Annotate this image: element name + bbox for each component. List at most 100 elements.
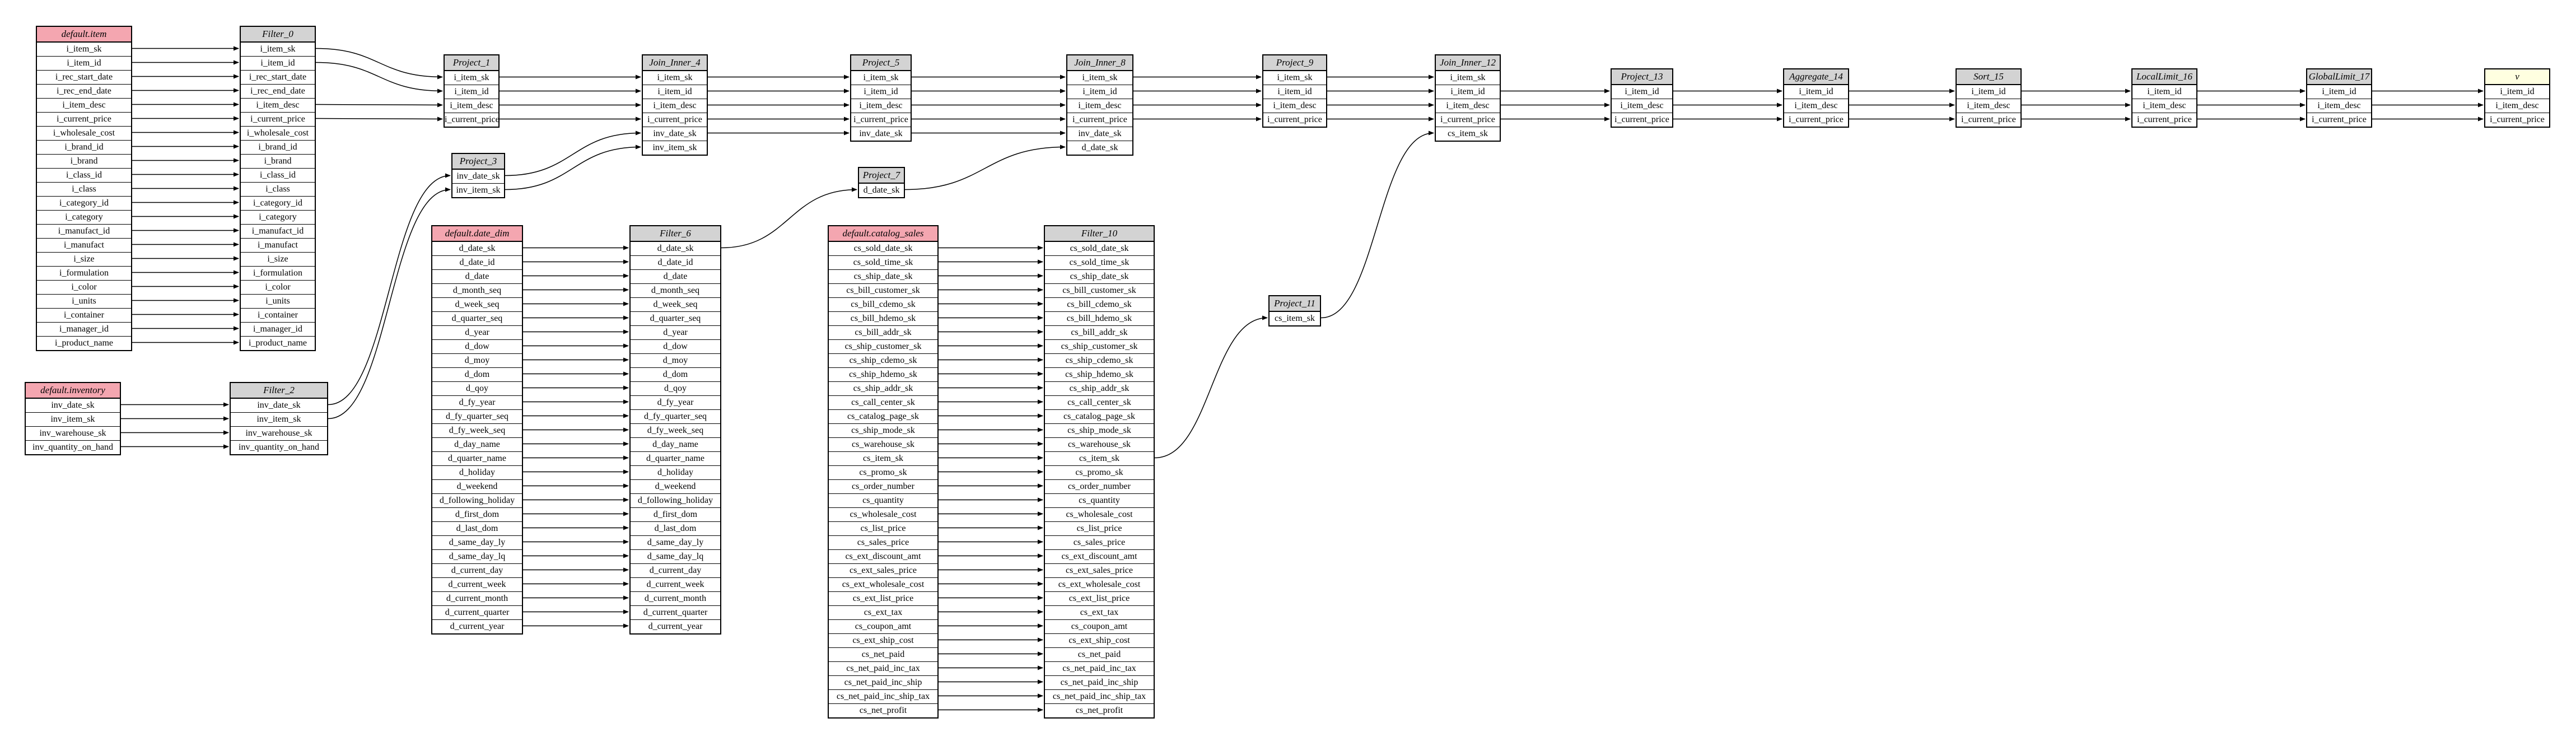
column-field: cs_sales_price	[1045, 536, 1154, 550]
column-field: cs_net_paid_inc_ship	[1045, 676, 1154, 690]
node-title: Project_3	[452, 154, 504, 170]
column-field: i_item_desc	[1784, 99, 1848, 113]
column-field: i_current_price	[643, 113, 707, 127]
column-field: inv_item_sk	[456, 185, 501, 195]
column-field: d_date_id	[631, 256, 720, 270]
column-field: inv_date_sk	[859, 129, 903, 138]
column-field: d_moy	[432, 354, 522, 368]
column-field: i_rec_end_date	[37, 85, 131, 99]
column-field: i_item_sk	[241, 43, 315, 57]
column-field: d_holiday	[631, 466, 720, 480]
column-field: d_dow	[432, 340, 522, 354]
column-field: i_item_id	[643, 85, 707, 99]
column-field: i_container	[37, 309, 131, 323]
column-field: inv_quantity_on_hand	[239, 442, 319, 452]
column-field: cs_sold_time_sk	[1045, 256, 1154, 270]
column-field: cs_net_paid	[829, 648, 937, 662]
column-field: cs_ext_tax	[829, 606, 937, 620]
node-title: Project_1	[445, 55, 498, 71]
column-field: i_item_sk	[1263, 71, 1326, 85]
node-title: Project_9	[1263, 55, 1326, 71]
column-field: cs_ship_mode_sk	[829, 424, 937, 438]
column-field: d_quarter_name	[631, 452, 720, 466]
column-field: cs_ship_date_sk	[829, 270, 937, 284]
column-field: cs_order_number	[829, 480, 937, 494]
column-field: cs_ext_sales_price	[829, 564, 937, 578]
edge-arrow	[328, 173, 451, 405]
column-field: cs_ship_cdemo_sk	[829, 354, 937, 368]
column-field: d_following_holiday	[631, 494, 720, 508]
column-field: i_class	[241, 183, 315, 197]
column-field: i_current_price	[1614, 115, 1669, 124]
column-field: d_current_quarter	[432, 606, 522, 620]
column-field: cs_promo_sk	[1045, 466, 1154, 480]
column-field: i_item_desc	[2485, 99, 2549, 113]
column-field: d_current_week	[631, 578, 720, 592]
column-field: i_category_id	[37, 197, 131, 211]
column-field: i_manufact	[37, 239, 131, 253]
column-field: cs_warehouse_sk	[1045, 438, 1154, 452]
column-field: i_current_price	[2137, 115, 2192, 124]
column-field: i_product_name	[249, 338, 307, 348]
column-field: i_item_sk	[445, 71, 498, 85]
column-field: i_item_desc	[1612, 99, 1672, 113]
column-field: d_dom	[432, 368, 522, 382]
column-field: d_current_week	[432, 578, 522, 592]
column-field: i_item_sk	[37, 43, 131, 57]
edge-arrow	[328, 187, 451, 419]
column-field: d_current_day	[631, 564, 720, 578]
column-field: cs_item_sk	[1045, 452, 1154, 466]
column-field: i_wholesale_cost	[241, 127, 315, 141]
column-field: i_manufact	[241, 239, 315, 253]
column-field: i_formulation	[37, 267, 131, 281]
column-field: cs_ship_customer_sk	[1045, 340, 1154, 354]
column-field: d_quarter_seq	[432, 312, 522, 326]
column-field: i_item_desc	[445, 99, 498, 113]
node-title: Join_Inner_4	[643, 55, 707, 71]
column-field: cs_catalog_page_sk	[1045, 410, 1154, 424]
column-field: cs_list_price	[1045, 522, 1154, 536]
column-field: cs_ship_cdemo_sk	[1045, 354, 1154, 368]
column-field: d_day_name	[631, 438, 720, 452]
node-title: LocalLimit_16	[2132, 69, 2196, 85]
column-field: i_rec_start_date	[37, 71, 131, 85]
column-field: inv_item_sk	[231, 413, 327, 427]
node-title: Join_Inner_12	[1436, 55, 1500, 71]
node-title: Filter_0	[241, 27, 315, 43]
column-field: i_item_desc	[2307, 99, 2371, 113]
node-title: GlobalLimit_17	[2307, 69, 2371, 85]
column-field: i_item_desc	[643, 99, 707, 113]
column-field: cs_bill_customer_sk	[1045, 284, 1154, 298]
column-field: cs_net_paid_inc_ship	[829, 676, 937, 690]
column-field: i_size	[241, 253, 315, 267]
column-field: d_dow	[631, 340, 720, 354]
column-field: d_current_month	[631, 592, 720, 606]
column-field: cs_coupon_amt	[1045, 620, 1154, 634]
column-field: i_rec_start_date	[241, 71, 315, 85]
column-field: i_brand	[37, 155, 131, 169]
column-field: i_brand	[241, 155, 315, 169]
